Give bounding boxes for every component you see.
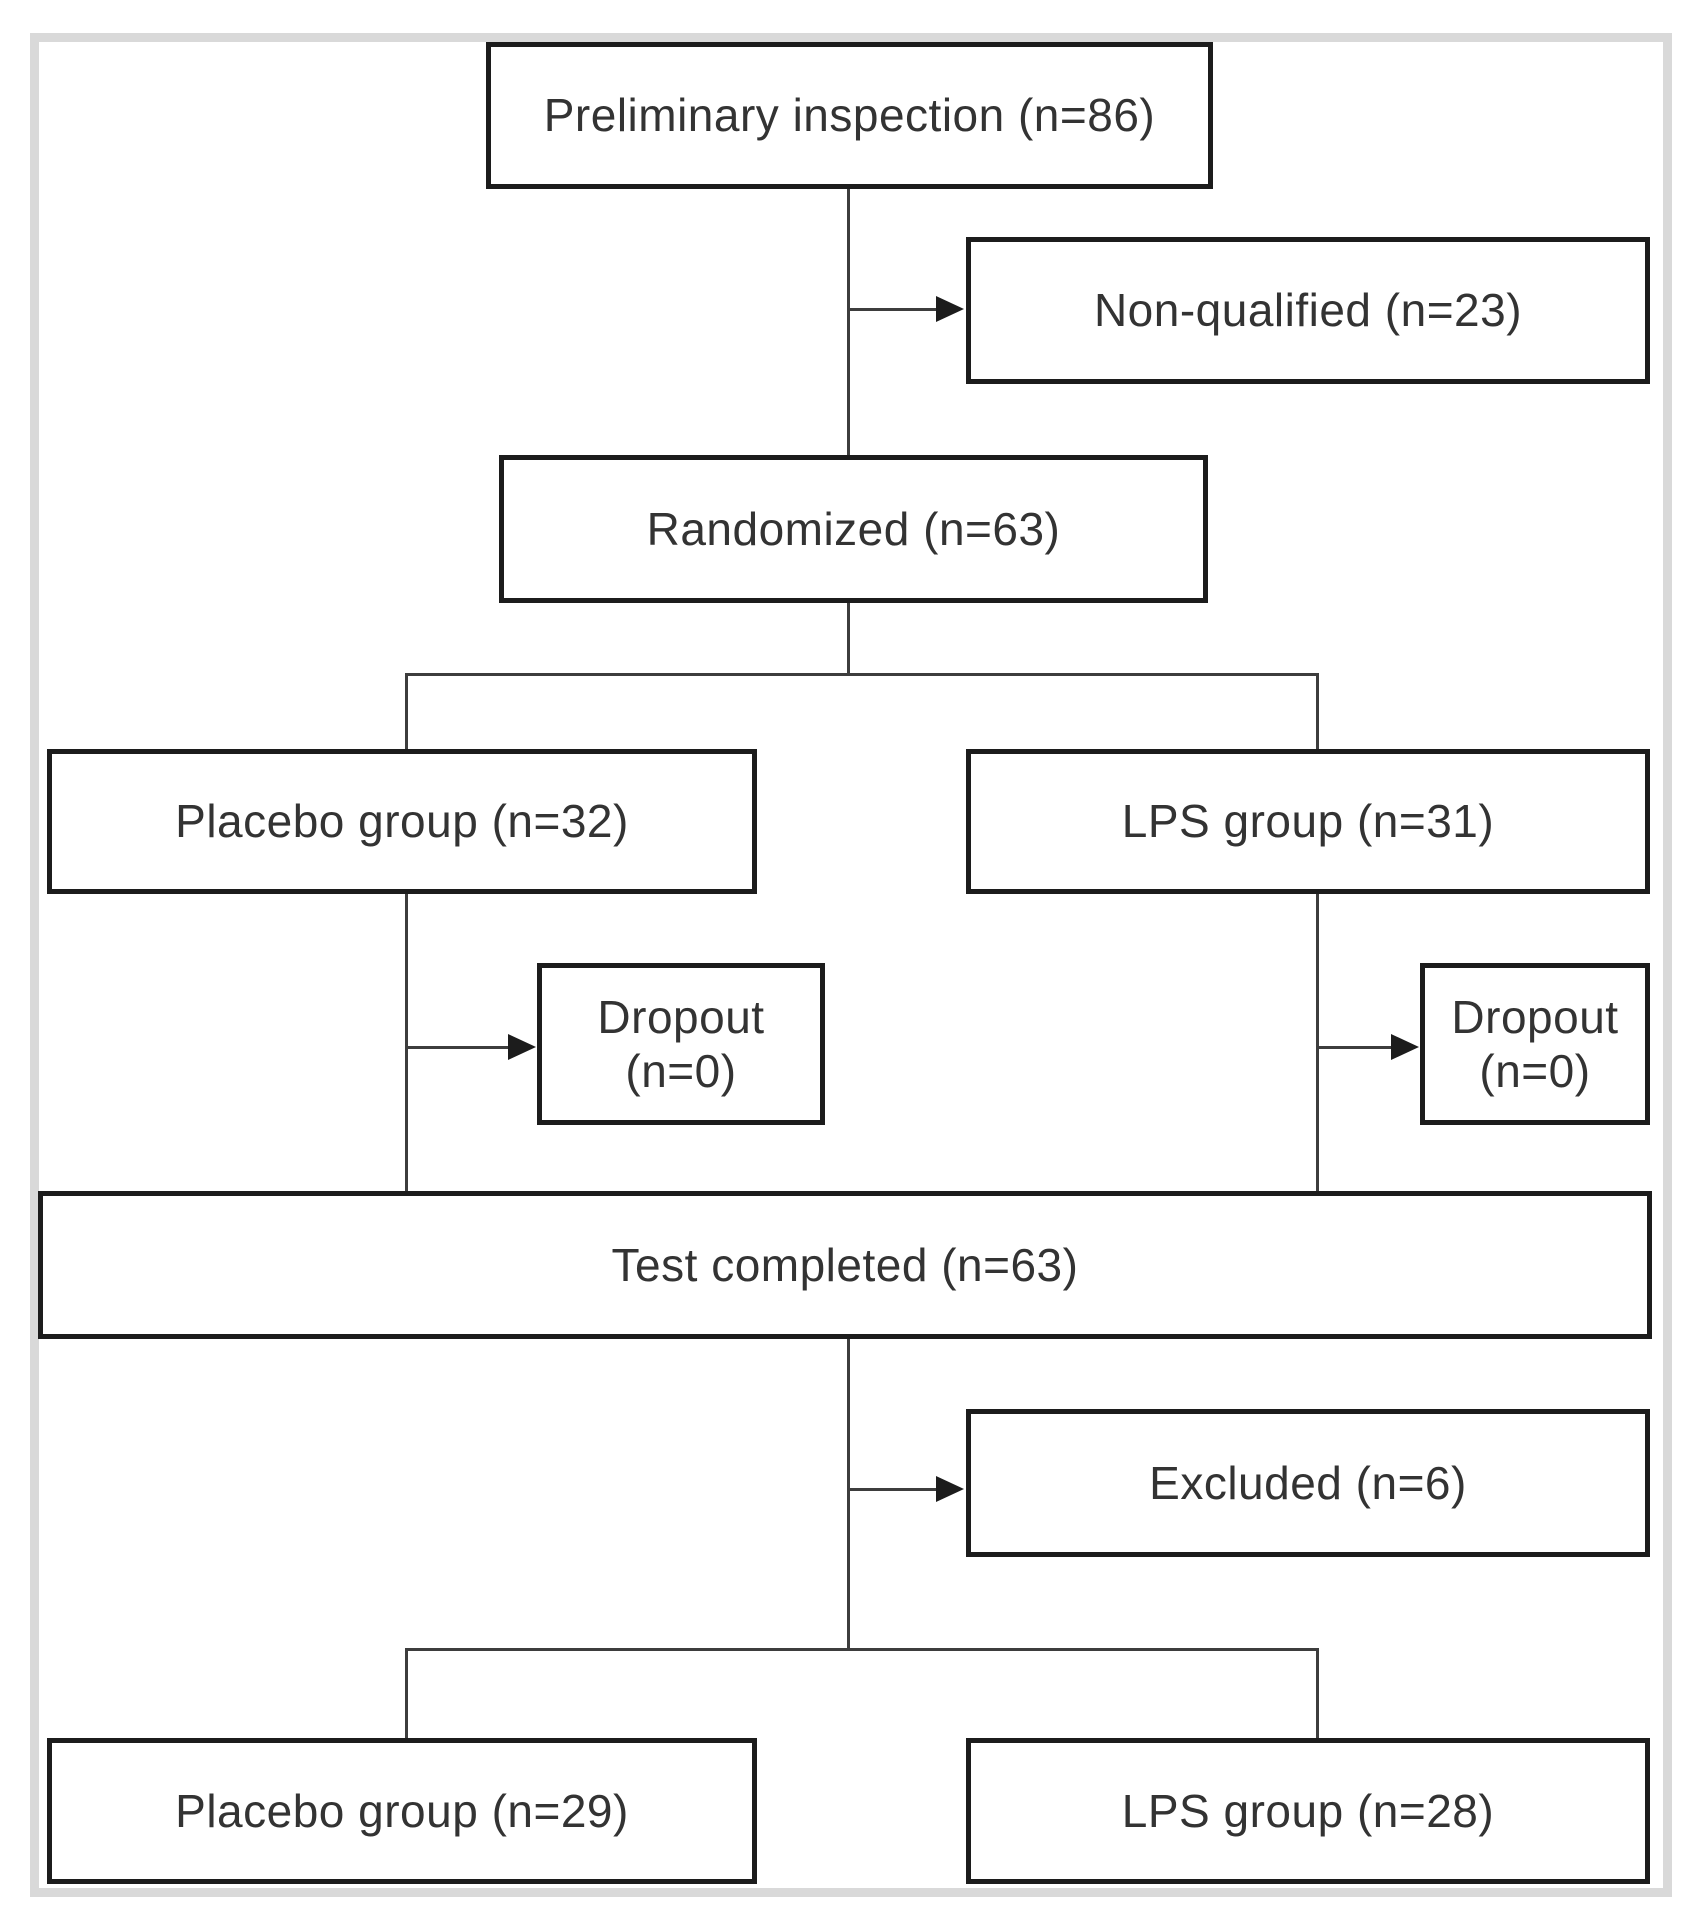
flow-box-label: LPS group (n=28) <box>1121 1784 1495 1837</box>
flow-box-lps-group-allocated: LPS group (n=31) <box>966 749 1650 894</box>
connector-randomized-to-split <box>847 602 850 676</box>
flow-box-label: LPS group (n=31) <box>1121 795 1495 848</box>
connector-split-to-lps <box>1316 673 1319 749</box>
flow-box-label: Non-qualified (n=23) <box>1093 284 1523 337</box>
flow-box-non-qualified: Non-qualified (n=23) <box>966 237 1650 384</box>
flow-box-test-completed: Test completed (n=63) <box>38 1191 1652 1339</box>
flow-box-label: Placebo group (n=29) <box>175 1784 629 1837</box>
arrow-right-icon <box>936 1476 964 1502</box>
flow-box-dropout-lps: Dropout (n=0) <box>1420 963 1650 1125</box>
flow-box-label: Placebo group (n=32) <box>175 795 629 848</box>
flow-box-placebo-group-allocated: Placebo group (n=32) <box>47 749 757 894</box>
flow-box-preliminary-inspection: Preliminary inspection (n=86) <box>486 42 1213 189</box>
arrow-right-icon <box>936 296 964 322</box>
flow-box-randomized: Randomized (n=63) <box>499 455 1208 603</box>
flow-box-label: Preliminary inspection (n=86) <box>543 89 1156 142</box>
connector-split-to-lps-final <box>1316 1648 1319 1738</box>
flow-box-excluded: Excluded (n=6) <box>966 1409 1650 1557</box>
connector-to-dropout-lps <box>1317 1046 1395 1049</box>
flow-box-label: Dropout (n=0) <box>597 990 764 1099</box>
outer-frame <box>30 33 1672 1897</box>
flow-box-placebo-group-final: Placebo group (n=29) <box>47 1738 757 1884</box>
connector-test-completed-to-split <box>847 1339 850 1651</box>
connector-to-dropout-placebo <box>406 1046 512 1049</box>
connector-lps-to-test-completed <box>1316 893 1319 1191</box>
connector-to-excluded <box>848 1488 940 1491</box>
connector-split-allocation <box>405 673 1319 676</box>
connector-split-to-placebo <box>405 673 408 749</box>
connector-preliminary-to-randomized <box>847 189 850 456</box>
arrow-right-icon <box>508 1034 536 1060</box>
dropout-line1: Dropout <box>1451 990 1619 1043</box>
flow-box-lps-group-final: LPS group (n=28) <box>966 1738 1650 1884</box>
dropout-line2: (n=0) <box>625 1045 737 1097</box>
flow-box-label: Excluded (n=6) <box>1149 1456 1467 1509</box>
dropout-line1: Dropout <box>597 990 765 1043</box>
dropout-line2: (n=0) <box>1479 1045 1591 1097</box>
flow-box-dropout-placebo: Dropout (n=0) <box>537 963 825 1125</box>
flow-box-label: Test completed (n=63) <box>611 1238 1079 1291</box>
flow-box-label: Randomized (n=63) <box>646 502 1061 555</box>
connector-placebo-to-test-completed <box>405 893 408 1191</box>
connector-split-analysis <box>405 1648 1319 1651</box>
flow-box-label: Dropout (n=0) <box>1451 990 1618 1099</box>
arrow-right-icon <box>1391 1034 1419 1060</box>
connector-split-to-placebo-final <box>405 1648 408 1738</box>
connector-to-non-qualified <box>848 308 940 311</box>
